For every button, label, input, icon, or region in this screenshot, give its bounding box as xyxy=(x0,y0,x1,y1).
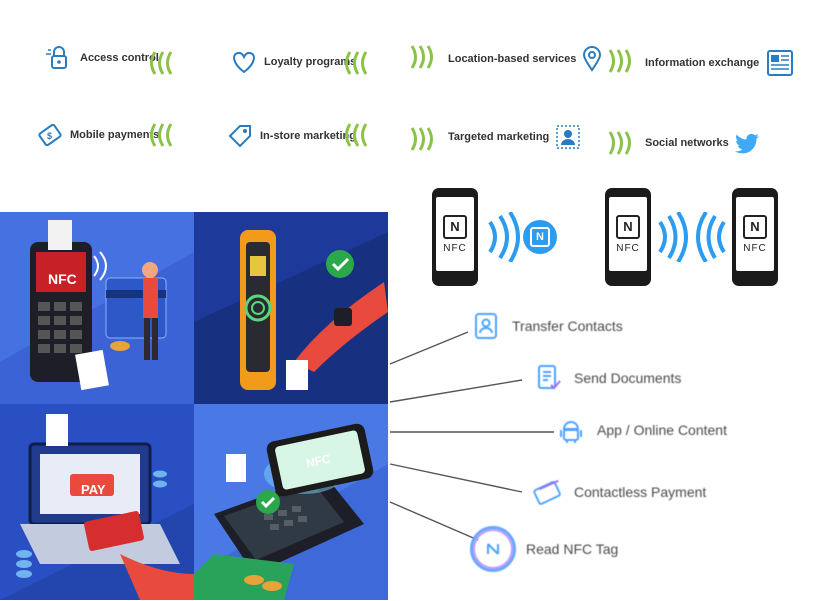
phone-screen: N NFC xyxy=(736,197,774,271)
nfc-label: NFC xyxy=(443,242,467,254)
phone-nfc-sender: N NFC xyxy=(605,188,651,286)
transit-gate-graphic xyxy=(194,230,388,404)
laptop-payment-graphic xyxy=(0,414,194,600)
feature-loyalty-programs: Loyalty programs xyxy=(230,50,356,74)
laptop-pay-label: PAY xyxy=(81,482,106,497)
feature-mobile-payments: $ Mobile payments xyxy=(36,122,159,148)
nfc-signal-waves-icon xyxy=(488,212,520,262)
use-case-label: Read NFC Tag xyxy=(526,541,619,557)
svg-text:$: $ xyxy=(47,131,52,141)
feature-in-store-marketing: In-store marketing xyxy=(226,122,356,150)
feature-label: Loyalty programs xyxy=(264,56,357,68)
feature-label: In-store marketing xyxy=(260,130,356,142)
nfc-tag-icon xyxy=(470,526,516,572)
use-case-transfer-contacts: Transfer Contacts xyxy=(470,310,623,342)
feature-access-control: Access control xyxy=(44,44,159,72)
use-case-label: Send Documents xyxy=(574,370,682,386)
feature-label: Mobile payments xyxy=(70,129,160,141)
feature-label: Information exchange xyxy=(645,57,760,69)
phone-screen: N NFC xyxy=(436,197,474,271)
nfc-logo-icon: N xyxy=(616,214,640,239)
feature-location-based-services: Location-based services xyxy=(448,46,602,72)
feature-targeted-marketing: Targeted marketing xyxy=(448,124,581,150)
laptop-payment-illustration: PAY xyxy=(0,404,194,600)
nfc-logo-icon: N xyxy=(443,214,467,239)
tag-icon xyxy=(228,125,251,148)
lock-icon xyxy=(46,46,67,69)
pos-nfc-label: NFC xyxy=(48,271,77,287)
use-case-contactless-payment: Contactless Payment xyxy=(532,476,706,508)
nfc-waves-icon xyxy=(608,131,631,155)
use-case-label: App / Online Content xyxy=(597,422,727,438)
nfc-waves-icon xyxy=(410,127,433,151)
nfc-waves-icon xyxy=(608,49,631,73)
android-icon xyxy=(555,414,587,446)
twitter-bird-icon xyxy=(734,133,759,154)
use-case-label: Transfer Contacts xyxy=(512,318,623,334)
nfc-label: NFC xyxy=(616,242,640,254)
cash-icon: $ xyxy=(38,123,62,147)
feature-label: Targeted marketing xyxy=(448,131,550,143)
phone-nfc-reader: N NFC xyxy=(432,188,478,286)
use-case-app-online-content: App / Online Content xyxy=(555,414,727,446)
phone-screen: N NFC xyxy=(609,197,647,271)
nfc-waves-icon xyxy=(410,45,433,69)
phone-tap-graphic xyxy=(194,404,388,600)
contacts-icon xyxy=(470,310,502,342)
use-case-label: Contactless Payment xyxy=(574,484,707,500)
nfc-waves-icon xyxy=(345,123,368,147)
nfc-logo-icon: N xyxy=(743,214,767,239)
nfc-label: NFC xyxy=(743,242,767,254)
target-user-icon xyxy=(556,125,581,149)
feature-social-networks: Social networks xyxy=(645,132,761,154)
nfc-waves-icon xyxy=(150,51,173,75)
heart-icon xyxy=(233,51,255,74)
nfc-waves-icon xyxy=(150,123,173,147)
pos-terminal-graphic xyxy=(0,212,194,391)
nfc-tag-logo: N xyxy=(530,227,550,247)
feature-label: Location-based services xyxy=(448,53,577,65)
nfc-exchange-waves-icon xyxy=(658,212,726,262)
card-icon xyxy=(532,476,564,508)
feature-information-exchange: Information exchange xyxy=(645,48,795,78)
phone-tap-illustration: NFC xyxy=(194,404,388,600)
feature-label: Access control xyxy=(80,52,159,64)
pos-terminal-illustration: NFC xyxy=(0,212,194,404)
nfc-tag-icon: N xyxy=(523,220,557,254)
document-icon xyxy=(532,362,564,394)
use-case-read-nfc-tag: Read NFC Tag xyxy=(470,526,618,572)
transit-gate-illustration xyxy=(194,212,388,404)
newspaper-icon xyxy=(767,50,794,76)
phone-nfc-receiver: N NFC xyxy=(732,188,778,286)
use-case-send-documents: Send Documents xyxy=(532,362,681,394)
nfc-waves-icon xyxy=(345,51,368,75)
use-case-connector-lines xyxy=(389,331,554,541)
feature-label: Social networks xyxy=(645,137,729,149)
location-pin-icon xyxy=(583,46,602,72)
